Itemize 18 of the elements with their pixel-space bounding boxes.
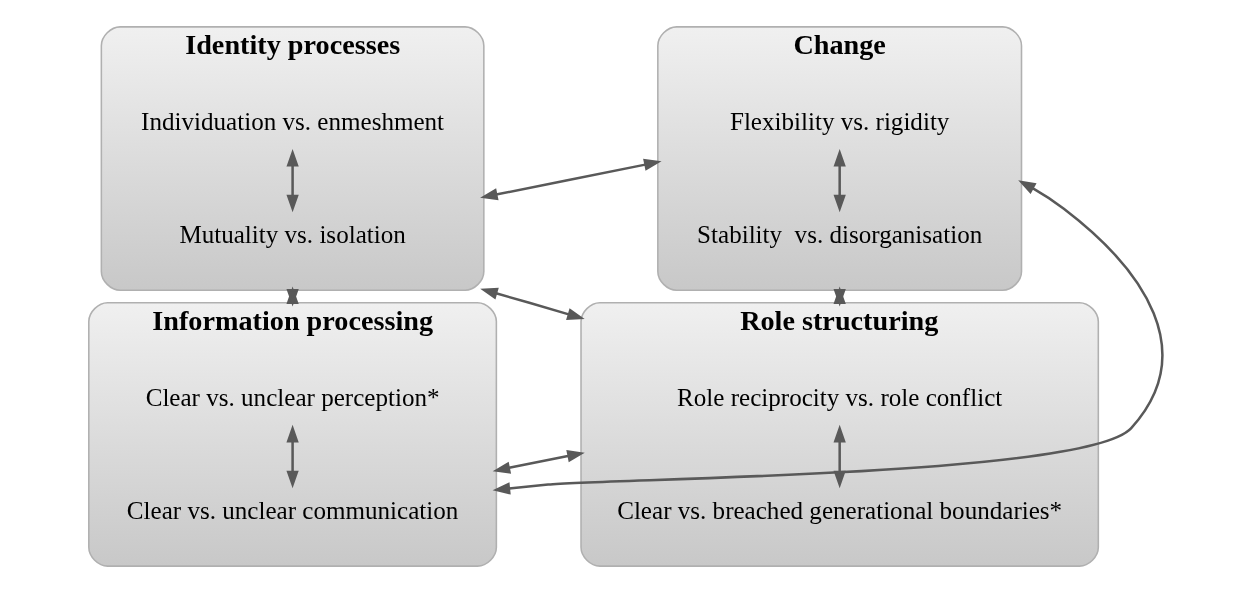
node-text: Individuation vs. enmeshment bbox=[141, 108, 445, 136]
node-text: Stability vs. disorganisation bbox=[697, 220, 983, 248]
node-text: Clear vs. breached generational boundaries* bbox=[617, 496, 1063, 524]
arrow bbox=[286, 148, 299, 213]
arrow bbox=[480, 287, 585, 320]
node-text: Clear vs. unclear communication bbox=[126, 496, 459, 524]
arrow bbox=[480, 158, 662, 201]
node-text: Role reciprocity vs. role conflict bbox=[677, 383, 1003, 411]
arrow bbox=[286, 286, 299, 307]
node-text: Mutuality vs. isolation bbox=[179, 220, 406, 248]
node-text: Flexibility vs. rigidity bbox=[729, 108, 950, 136]
arrow bbox=[492, 180, 1164, 495]
arrow bbox=[286, 424, 299, 489]
arrow bbox=[492, 450, 585, 474]
arrow bbox=[833, 286, 846, 307]
arrow bbox=[833, 148, 846, 213]
arrow bbox=[833, 424, 846, 489]
node-text: Clear vs. unclear perception* bbox=[145, 383, 440, 411]
